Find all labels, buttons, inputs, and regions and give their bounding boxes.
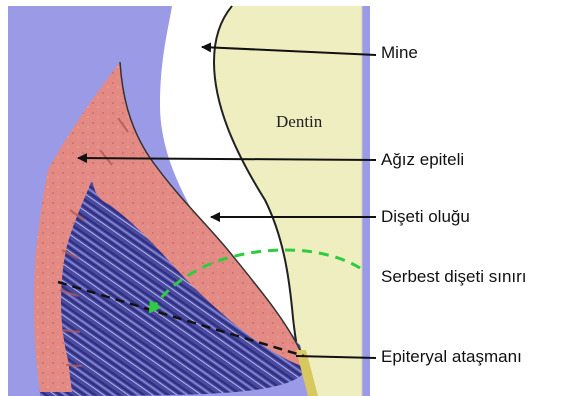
dentin-label: Dentin — [276, 112, 322, 132]
label-epiteryal-atasmani: Epiteryal ataşmanı — [381, 347, 522, 367]
figure-margin-top — [0, 0, 370, 6]
label-agiz-epiteli: Ağız epiteli — [381, 150, 464, 170]
label-diseti-olugu: Dişeti oluğu — [381, 207, 470, 227]
label-serbest-diseti-siniri: Serbest dişeti sınırı — [381, 267, 527, 287]
figure-margin-left — [0, 0, 8, 396]
label-mine: Mine — [381, 43, 418, 63]
